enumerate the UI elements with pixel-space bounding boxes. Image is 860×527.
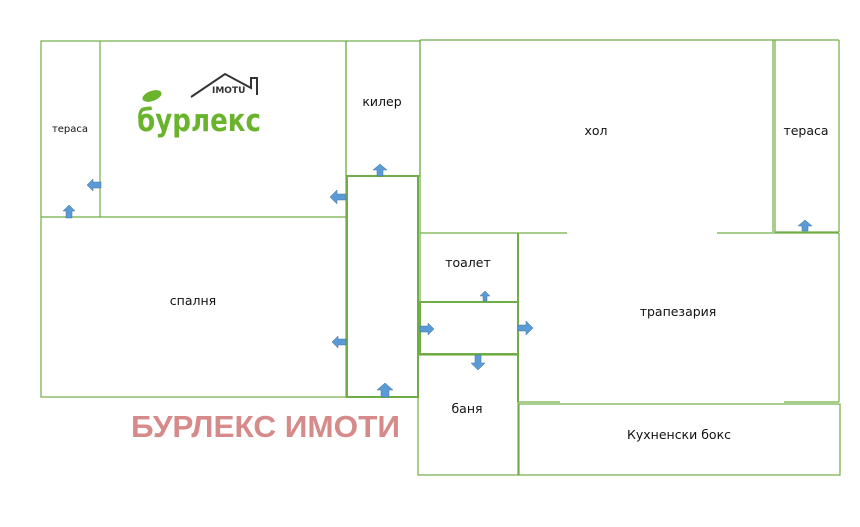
room-label-kitchen: Кухненски бокс xyxy=(627,427,731,442)
arrow-up-icon xyxy=(372,163,388,177)
corridor-outline xyxy=(346,175,419,398)
room-label-terrace-left: тераса xyxy=(52,124,88,135)
arrow-right-icon xyxy=(517,320,534,336)
arrow-left-icon xyxy=(329,189,347,205)
kitchen-outline xyxy=(518,403,841,476)
logo-leaf-icon xyxy=(142,90,162,102)
arrow-up-icon xyxy=(479,290,491,302)
logo-main: бурлекс xyxy=(137,103,261,139)
watermark: БУРЛЕКС ИМОТИ xyxy=(131,409,400,444)
arrow-left-icon xyxy=(86,178,102,192)
room-label-dining: трапезария xyxy=(640,304,717,319)
arrow-down-icon xyxy=(470,354,486,371)
arrow-right-icon xyxy=(419,322,435,336)
logo-roof-icon xyxy=(190,72,258,98)
arrow-up-icon xyxy=(797,219,813,232)
room-label-terrace-right: тераса xyxy=(783,123,828,138)
bathroom-outline xyxy=(417,354,519,476)
room-label-pantry: килер xyxy=(362,94,401,109)
room-label-bathroom: баня xyxy=(451,401,482,416)
passage-outline xyxy=(419,301,519,355)
arrow-up-icon xyxy=(376,382,394,398)
arrow-left-icon xyxy=(331,335,347,349)
logo: IMOTU бурлекс xyxy=(137,72,261,139)
room-label-bedroom: спалня xyxy=(170,293,216,308)
logo-sub: IMOTU xyxy=(212,86,245,96)
arrow-up-icon xyxy=(62,204,76,219)
room-label-toilet: тоалет xyxy=(445,255,491,270)
room-label-living: хол xyxy=(584,123,607,138)
